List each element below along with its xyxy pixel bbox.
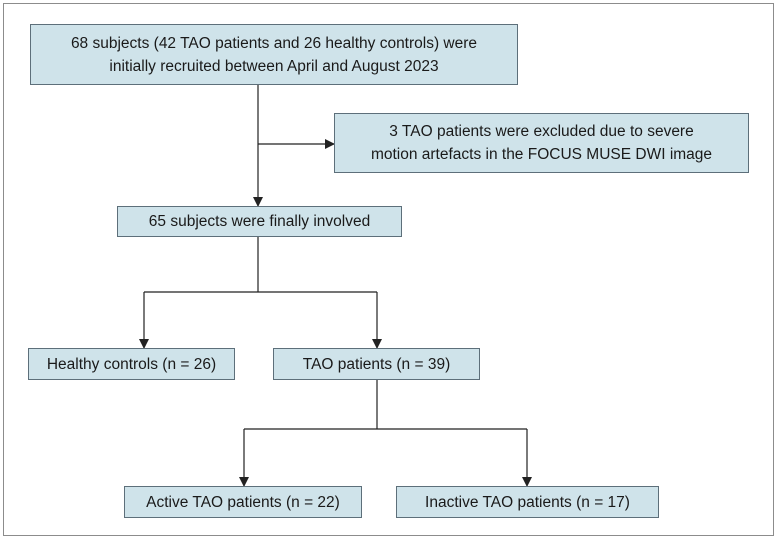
involved-box: 65 subjects were finally involved: [117, 206, 402, 237]
recruited-line-2: initially recruited between April and Au…: [109, 57, 439, 75]
excluded-box: 3 TAO patients were excluded due to seve…: [334, 113, 749, 173]
figure-frame: [3, 3, 774, 536]
tao-patients-label: TAO patients (n = 39): [302, 355, 451, 373]
inactive-tao-label: Inactive TAO patients (n = 17): [425, 493, 630, 511]
tao-patients-box: TAO patients (n = 39): [273, 348, 480, 380]
recruited-box: 68 subjects (42 TAO patients and 26 heal…: [30, 24, 518, 85]
healthy-controls-label: Healthy controls (n = 26): [46, 355, 217, 373]
recruited-line-1: 68 subjects (42 TAO patients and 26 heal…: [70, 34, 478, 52]
inactive-tao-box: Inactive TAO patients (n = 17): [396, 486, 659, 518]
active-tao-box: Active TAO patients (n = 22): [124, 486, 362, 518]
excluded-line-1: 3 TAO patients were excluded due to seve…: [389, 123, 694, 140]
excluded-line-2: motion artefacts in the FOCUS MUSE DWI i…: [370, 146, 713, 163]
active-tao-label: Active TAO patients (n = 22): [146, 493, 340, 511]
involved-label: 65 subjects were finally involved: [148, 213, 371, 230]
healthy-controls-box: Healthy controls (n = 26): [28, 348, 235, 380]
